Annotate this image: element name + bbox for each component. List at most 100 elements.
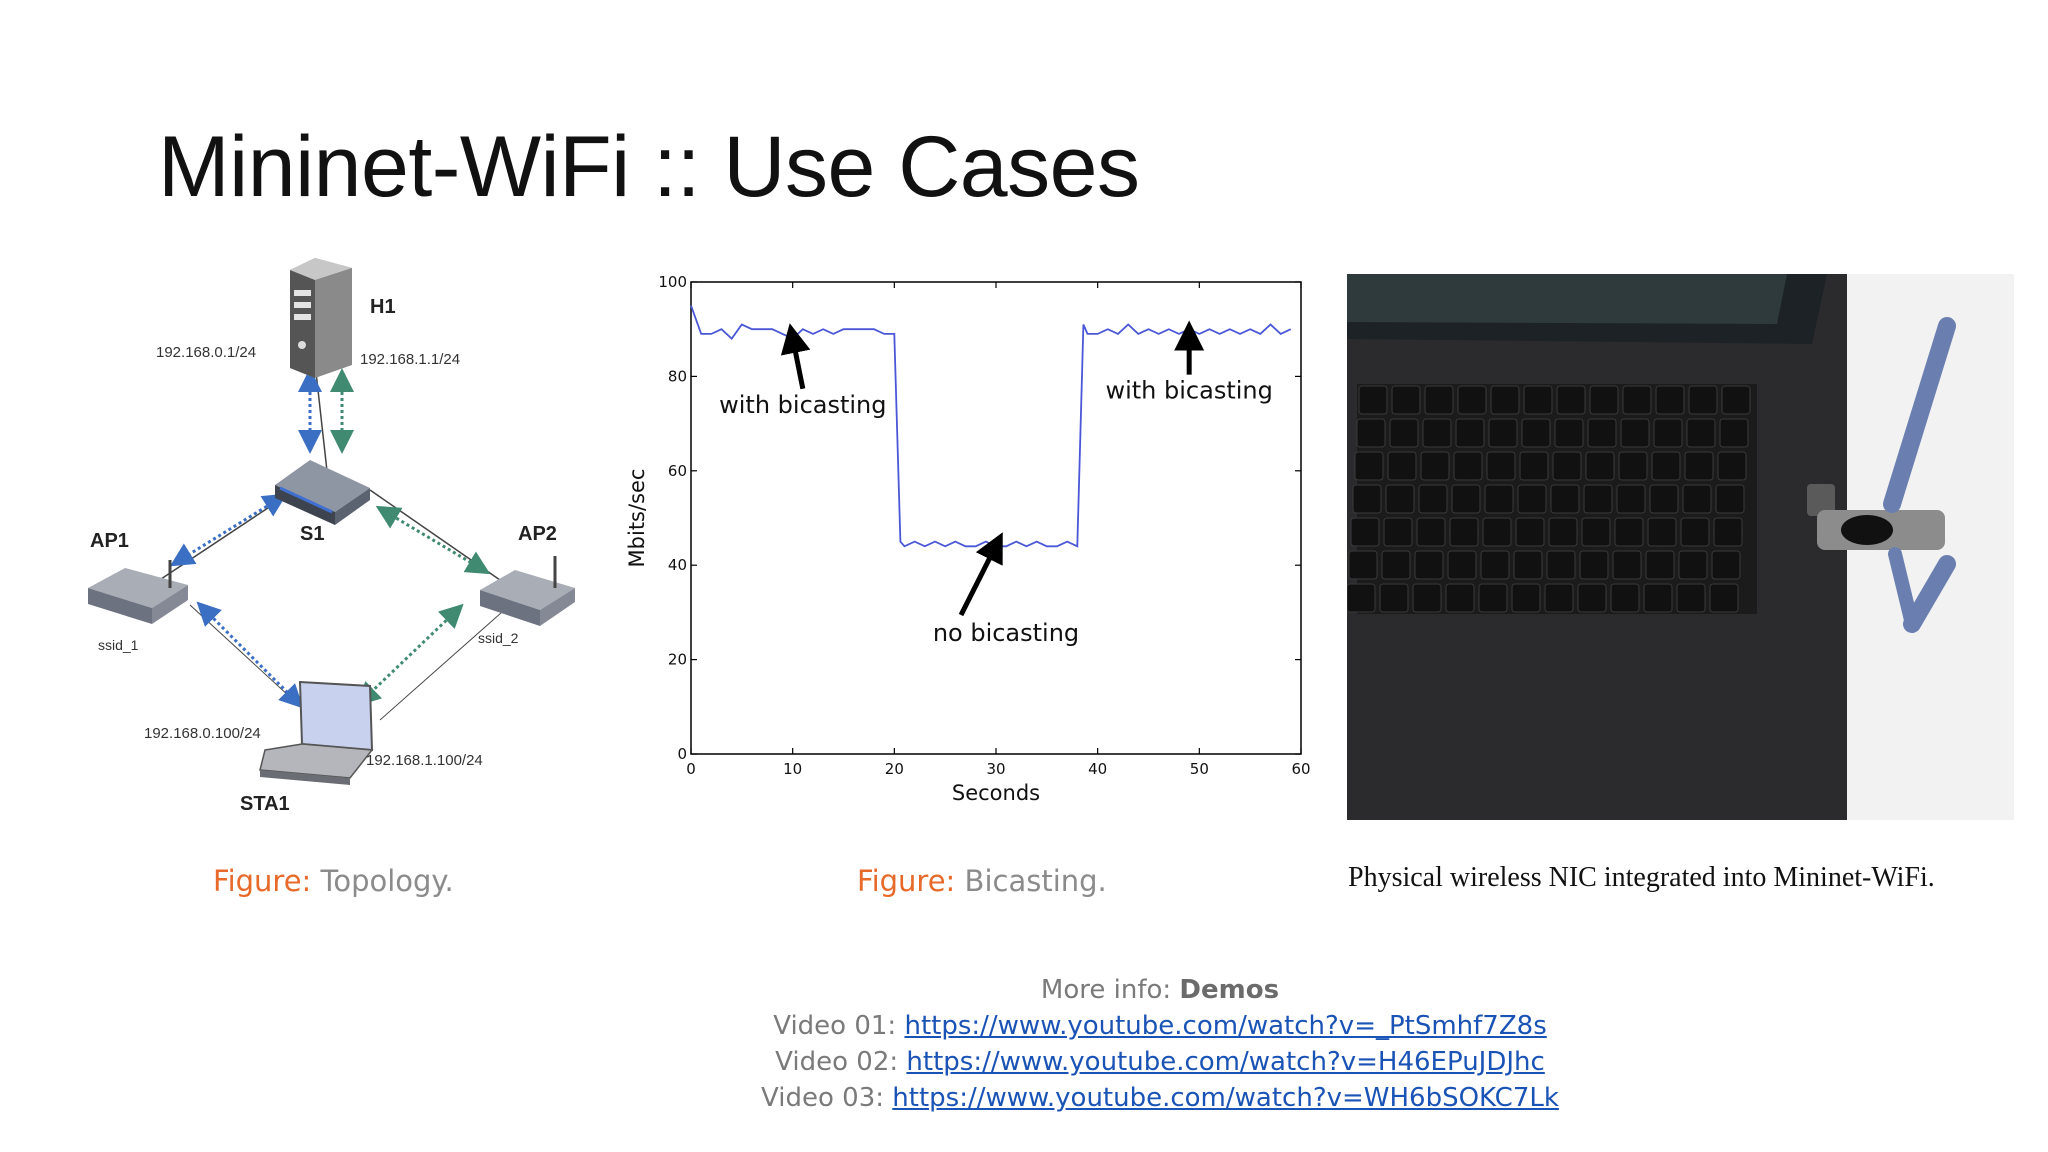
keyboard-key bbox=[1484, 484, 1514, 514]
keyboard-key bbox=[1622, 385, 1652, 415]
keyboard-key bbox=[1449, 517, 1479, 547]
figure-label: Figure: bbox=[857, 864, 956, 898]
keyboard-key bbox=[1655, 385, 1685, 415]
keyboard-key bbox=[1358, 385, 1388, 415]
keyboard-key bbox=[1715, 484, 1745, 514]
keyboard-key bbox=[1486, 451, 1516, 481]
keyboard-key bbox=[1517, 484, 1547, 514]
keyboard-key bbox=[1612, 550, 1642, 580]
slide-title: Mininet-WiFi :: Use Cases bbox=[158, 119, 1140, 215]
keyboard-key bbox=[1513, 550, 1543, 580]
keyboard-key bbox=[1546, 550, 1576, 580]
keyboard-key bbox=[1418, 484, 1448, 514]
video-01-link[interactable]: https://www.youtube.com/watch?v=_PtSmhf7… bbox=[904, 1011, 1547, 1041]
keyboard-key bbox=[1620, 418, 1650, 448]
x-tick-label: 0 bbox=[686, 760, 696, 778]
keyboard-key bbox=[1717, 451, 1747, 481]
keyboard-key bbox=[1490, 385, 1520, 415]
keyboard-key bbox=[1356, 418, 1386, 448]
demo-links: More info: Demos Video 01: https://www.y… bbox=[560, 972, 1760, 1116]
video-link-row: Video 03: https://www.youtube.com/watch?… bbox=[560, 1080, 1760, 1116]
wireless-links bbox=[169, 368, 491, 709]
topology-caption: Figure: Topology. bbox=[213, 864, 454, 898]
keyboard-key bbox=[1381, 550, 1411, 580]
figure-caption-text: Bicasting. bbox=[964, 864, 1107, 898]
keyboard-key bbox=[1422, 418, 1452, 448]
keyboard-key bbox=[1709, 583, 1739, 613]
y-tick-label: 60 bbox=[668, 462, 687, 480]
node-label-sta1: STA1 bbox=[240, 793, 290, 815]
y-tick-label: 40 bbox=[668, 556, 687, 574]
x-tick-label: 50 bbox=[1190, 760, 1209, 778]
keyboard-key bbox=[1447, 550, 1477, 580]
video-label: Video 01: bbox=[773, 1011, 897, 1041]
keyboard-key bbox=[1653, 418, 1683, 448]
keyboard-key bbox=[1643, 583, 1673, 613]
keyboard-key bbox=[1457, 385, 1487, 415]
keyboard-key bbox=[1616, 484, 1646, 514]
keyboard-key bbox=[1587, 418, 1617, 448]
keyboard-key bbox=[1379, 583, 1409, 613]
address-h1-left: 192.168.0.1/24 bbox=[156, 344, 256, 361]
keyboard-key bbox=[1389, 418, 1419, 448]
x-tick-label: 40 bbox=[1088, 760, 1107, 778]
video-02-link[interactable]: https://www.youtube.com/watch?v=H46EPuJD… bbox=[906, 1047, 1545, 1077]
keyboard-key bbox=[1354, 451, 1384, 481]
keyboard-key bbox=[1577, 583, 1607, 613]
plot-frame bbox=[690, 281, 1302, 755]
keyboard-key bbox=[1610, 583, 1640, 613]
access-point-icon bbox=[88, 560, 188, 624]
keyboard-key bbox=[1350, 517, 1380, 547]
keyboard-key bbox=[1686, 418, 1716, 448]
keyboard-key bbox=[1713, 517, 1743, 547]
keyboard-key bbox=[1554, 418, 1584, 448]
photo-caption: Physical wireless NIC integrated into Mi… bbox=[1348, 862, 1935, 893]
keyboard-key bbox=[1347, 583, 1376, 613]
keyboard-key bbox=[1480, 550, 1510, 580]
address-h1-right: 192.168.1.1/24 bbox=[360, 351, 460, 368]
keyboard-key bbox=[1585, 451, 1615, 481]
keyboard-key bbox=[1523, 385, 1553, 415]
keyboard-key bbox=[1645, 550, 1675, 580]
keyboard-key bbox=[1416, 517, 1446, 547]
x-tick-label: 20 bbox=[885, 760, 904, 778]
keyboard-key bbox=[1649, 484, 1679, 514]
keyboard-key bbox=[1451, 484, 1481, 514]
keyboard-key bbox=[1684, 451, 1714, 481]
keyboard-key bbox=[1618, 451, 1648, 481]
keyboard-key bbox=[1721, 385, 1751, 415]
keyboard-key bbox=[1445, 583, 1475, 613]
x-tick-label: 60 bbox=[1291, 760, 1310, 778]
video-03-link[interactable]: https://www.youtube.com/watch?v=WH6bSOKC… bbox=[892, 1083, 1559, 1113]
keyboard-key bbox=[1676, 583, 1706, 613]
keyboard-key bbox=[1488, 418, 1518, 448]
keyboard-key bbox=[1548, 517, 1578, 547]
node-label-ap2: AP2 bbox=[518, 523, 557, 545]
keyboard-key bbox=[1453, 451, 1483, 481]
keyboard-key bbox=[1391, 385, 1421, 415]
throughput-series-line bbox=[690, 305, 1292, 548]
keyboard-keys bbox=[1347, 385, 1751, 613]
keyboard-key bbox=[1387, 451, 1417, 481]
keyboard-key bbox=[1482, 517, 1512, 547]
keyboard-key bbox=[1455, 418, 1485, 448]
keyboard-key bbox=[1478, 583, 1508, 613]
ssid-label-2: ssid_2 bbox=[478, 630, 519, 646]
y-tick-label: 80 bbox=[668, 367, 687, 385]
keyboard-key bbox=[1556, 385, 1586, 415]
ssid-label-1: ssid_1 bbox=[98, 637, 139, 653]
video-link-row: Video 02: https://www.youtube.com/watch?… bbox=[560, 1044, 1760, 1080]
keyboard-key bbox=[1581, 517, 1611, 547]
server-icon bbox=[290, 258, 352, 378]
keyboard-key bbox=[1511, 583, 1541, 613]
laptop-nic-photo bbox=[1347, 274, 2014, 820]
keyboard-key bbox=[1647, 517, 1677, 547]
keyboard-key bbox=[1711, 550, 1741, 580]
keyboard-key bbox=[1614, 517, 1644, 547]
usb-wifi-adapter-icon bbox=[1807, 317, 1956, 633]
more-info-label: More info: bbox=[1040, 975, 1172, 1005]
y-tick-label: 100 bbox=[658, 273, 687, 291]
address-sta1-left: 192.168.0.100/24 bbox=[144, 725, 261, 742]
